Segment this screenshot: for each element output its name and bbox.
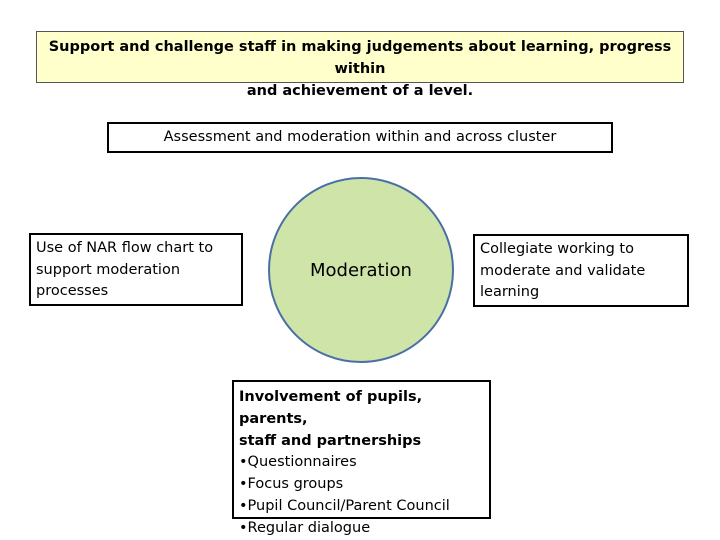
moderation-circle: Moderation [268,177,454,363]
involvement-heading-line-2: staff and partnerships [239,432,422,449]
nar-flow-chart-box: Use of NAR flow chart to support moderat… [29,233,243,306]
nar-flow-chart-line-3: processes [36,283,109,299]
involvement-bullet-councils: •Pupil Council/Parent Council [239,497,450,514]
collegiate-working-line-1: Collegiate working to [480,241,634,257]
nar-flow-chart-line-2: support moderation [36,261,181,278]
moderation-label: Moderation [310,259,412,281]
aim-statement-box: Support and challenge staff in making ju… [36,31,684,99]
aim-statement-line-2: and achievement of a level. [246,83,474,99]
collegiate-working-line-2: moderate and validate [480,262,646,279]
collegiate-working-box: Collegiate working to moderate and valid… [473,234,689,307]
involvement-box: Involvement of pupils, parents, staff an… [232,380,491,536]
involvement-bullet-focus-groups: •Focus groups [239,476,344,493]
assessment-moderation-box: Assessment and moderation within and acr… [107,122,613,153]
involvement-heading-line-1: Involvement of pupils, parents, [239,389,423,427]
involvement-bullet-dialogue: •Regular dialogue [239,519,371,536]
assessment-moderation-text: Assessment and moderation within and acr… [163,129,557,145]
aim-statement-line-1: Support and challenge staff in making ju… [48,39,672,77]
involvement-bullet-questionnaires: •Questionnaires [239,454,357,471]
nar-flow-chart-line-1: Use of NAR flow chart to [36,240,214,256]
collegiate-working-line-3: learning [480,284,540,300]
